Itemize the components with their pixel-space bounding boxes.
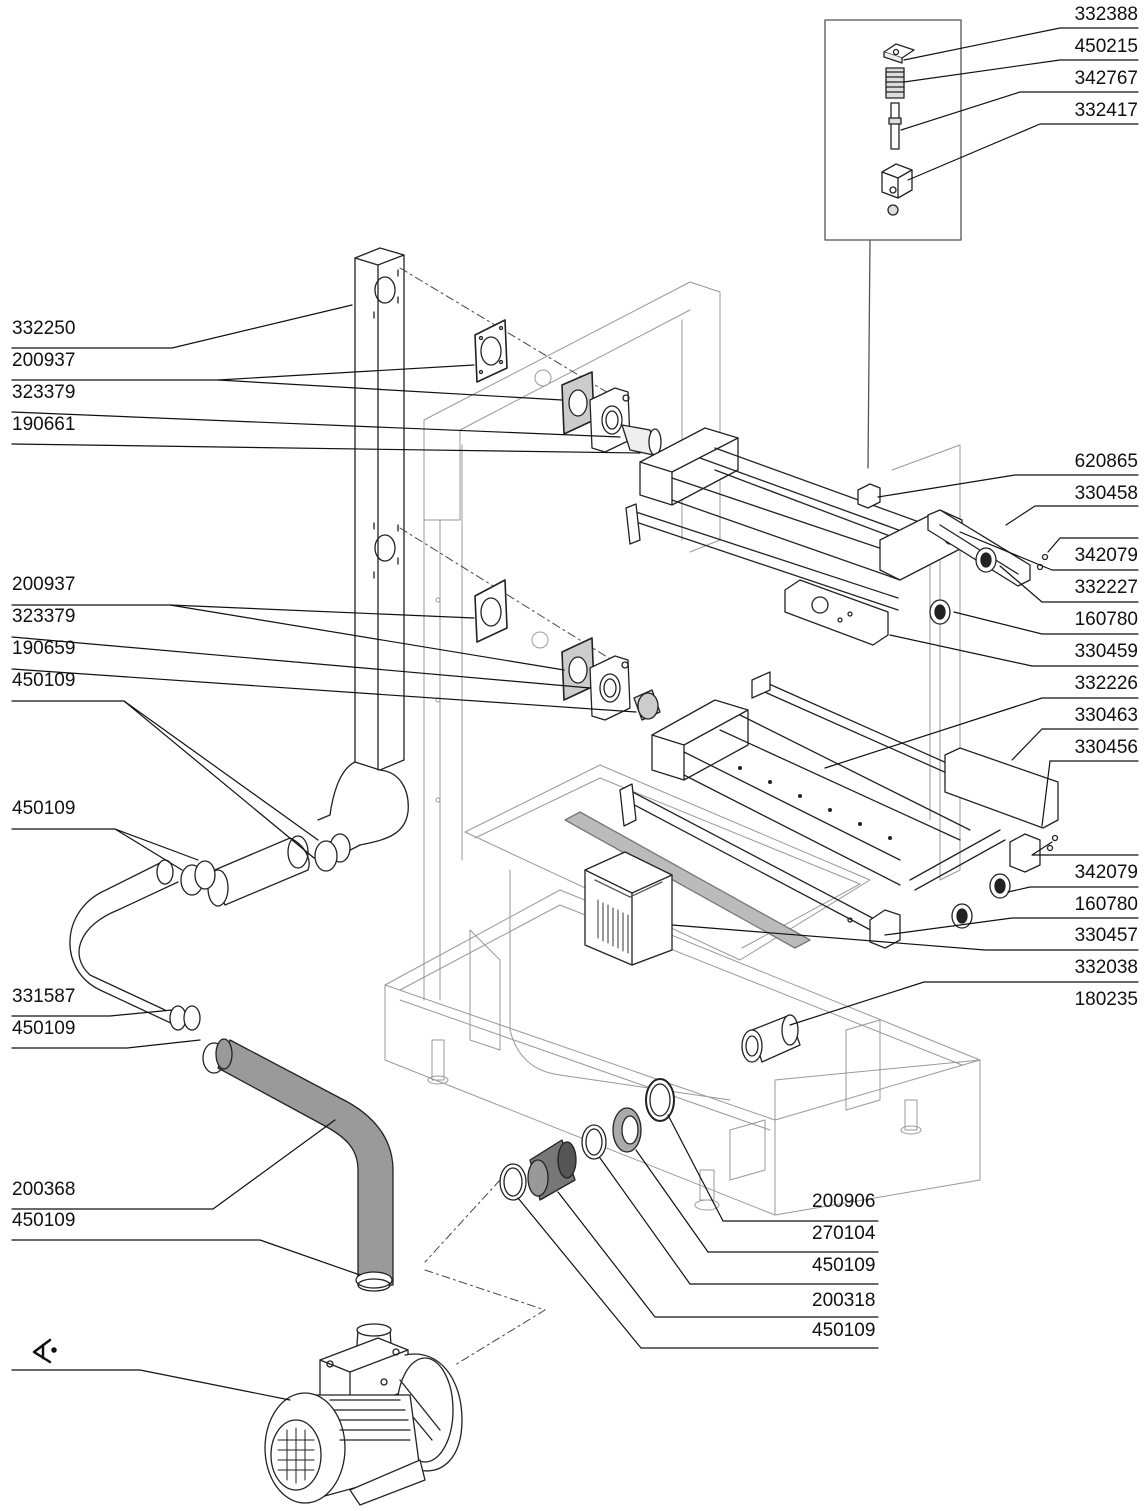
upper-flange-set [474, 319, 662, 457]
lower-flange-set [474, 579, 661, 721]
part-label: 323379 [12, 606, 76, 627]
part-label: 200906 [812, 1191, 876, 1212]
part-label: 330458 [1074, 483, 1138, 504]
part-label: 330459 [1074, 641, 1138, 662]
vertical-manifold [329, 247, 409, 846]
part-label: 330457 [1074, 925, 1138, 946]
part-label: 330456 [1074, 737, 1138, 758]
ground-arrow-icon [32, 1338, 57, 1364]
part-label: 200937 [12, 574, 76, 595]
part-label: 270104 [812, 1223, 876, 1244]
pump [264, 1271, 463, 1506]
part-label: 450109 [12, 1018, 76, 1039]
part-label: 342079 [1074, 862, 1138, 883]
part-label: 450109 [12, 670, 76, 691]
part-label: 200937 [12, 350, 76, 371]
part-label: 180235 [1074, 989, 1138, 1010]
part-label: 620865 [1074, 451, 1138, 472]
outlet-parts [499, 1078, 675, 1201]
part-label: 332417 [1074, 100, 1138, 121]
part-label: 332038 [1074, 957, 1138, 978]
filter-screen [564, 811, 811, 966]
part-label: 450109 [12, 1210, 76, 1231]
leader-lines [11, 27, 1139, 1401]
part-label: 331587 [12, 986, 76, 1007]
part-label: 450109 [12, 798, 76, 819]
part-label: 450109 [812, 1320, 876, 1341]
part-label: 342079 [1074, 545, 1138, 566]
part-label: 190661 [12, 414, 76, 435]
upper-hose [69, 814, 361, 1074]
part-label: 332250 [12, 318, 76, 339]
part-label: 332388 [1074, 4, 1138, 25]
part-label: 190659 [12, 638, 76, 659]
part-label: 342767 [1074, 68, 1138, 89]
part-label: 450215 [1074, 36, 1138, 57]
outlet-fitting [741, 1014, 801, 1063]
part-label: 160780 [1074, 894, 1138, 915]
part-label: 200368 [12, 1179, 76, 1200]
part-label: 332226 [1074, 673, 1138, 694]
part-label: 160780 [1074, 609, 1138, 630]
part-label: 323379 [12, 382, 76, 403]
part-label: 330463 [1074, 705, 1138, 726]
part-label: 450109 [812, 1255, 876, 1276]
part-label: 200318 [812, 1290, 876, 1311]
part-label: 332227 [1074, 577, 1138, 598]
lower-spray-arm [619, 671, 1059, 949]
drain-hose [215, 1038, 394, 1286]
detail-inset [824, 19, 962, 469]
upper-spray-arm [625, 427, 1049, 646]
